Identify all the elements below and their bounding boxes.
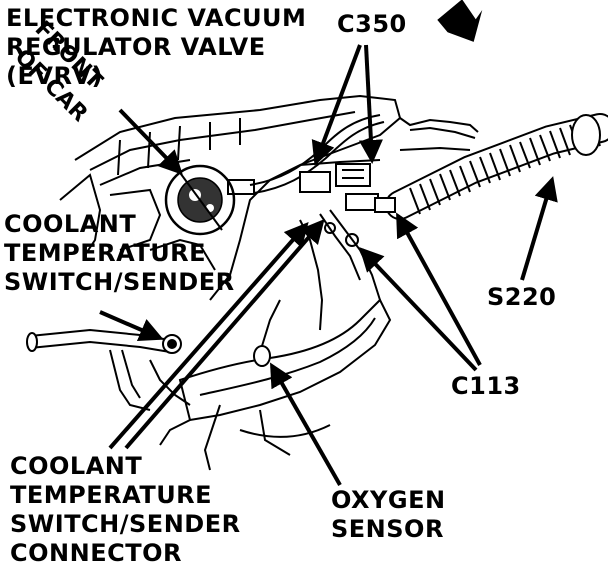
arrow-c350-left bbox=[311, 44, 362, 166]
oxygen-sensor-label: OXYGEN SENSOR bbox=[331, 486, 446, 544]
coolant-connector-line-4: CONNECTOR bbox=[10, 539, 182, 567]
intake-manifold bbox=[59, 94, 402, 301]
arrow-c113-upper bbox=[396, 212, 482, 366]
c113-label: C113 bbox=[451, 372, 521, 400]
front-of-car-label: FRONT OF CAR bbox=[0, 0, 140, 130]
evrv-label-line-3: (EVRV) bbox=[6, 62, 103, 90]
arrow-s220 bbox=[520, 176, 558, 281]
leader-arrows bbox=[99, 44, 558, 486]
arrow-c350-right bbox=[358, 44, 383, 164]
oxygen-sensor-line-2: SENSOR bbox=[331, 515, 444, 543]
s220-label: S220 bbox=[487, 283, 557, 311]
oxygen-sensor-part bbox=[253, 299, 281, 367]
arrow-connector-b bbox=[124, 218, 325, 450]
coolant-pipe bbox=[26, 328, 191, 411]
arrow-c113-lower bbox=[359, 247, 478, 372]
evrv-label: ELECTRONIC VACUUM REGULATOR VALVE (EVRV) bbox=[6, 4, 306, 91]
evrv-label-line-1: ELECTRONIC VACUUM bbox=[6, 4, 307, 32]
exhaust-manifold bbox=[159, 298, 392, 471]
coolant-switch-label: COOLANT TEMPERATURE SWITCH/SENDER bbox=[4, 210, 235, 297]
coolant-switch-line-3: SWITCH/SENDER bbox=[4, 268, 235, 296]
coolant-connector-line-2: TEMPERATURE bbox=[10, 481, 213, 509]
oxygen-sensor-line-1: OXYGEN bbox=[331, 486, 446, 514]
front-arrow-icon bbox=[437, 0, 483, 42]
coolant-connector-line-1: COOLANT bbox=[10, 452, 143, 480]
coolant-connector-line-3: SWITCH/SENDER bbox=[10, 510, 241, 538]
coolant-connector-label: COOLANT TEMPERATURE SWITCH/SENDER CONNEC… bbox=[10, 452, 241, 568]
evrv-valve bbox=[164, 164, 255, 236]
arrow-oxygen bbox=[270, 362, 342, 486]
coolant-switch-line-1: COOLANT bbox=[4, 210, 137, 238]
arrow-connector-a bbox=[108, 221, 309, 450]
evrv-label-line-2: REGULATOR VALVE bbox=[6, 33, 266, 61]
c350-label: C350 bbox=[337, 10, 407, 38]
s220-harness bbox=[385, 113, 608, 220]
arrow-coolant-switch bbox=[99, 310, 164, 342]
arrow-evrv bbox=[118, 108, 183, 175]
upper-harness bbox=[249, 114, 479, 194]
c113-connectors bbox=[299, 193, 396, 331]
coolant-switch-line-2: TEMPERATURE bbox=[4, 239, 207, 267]
